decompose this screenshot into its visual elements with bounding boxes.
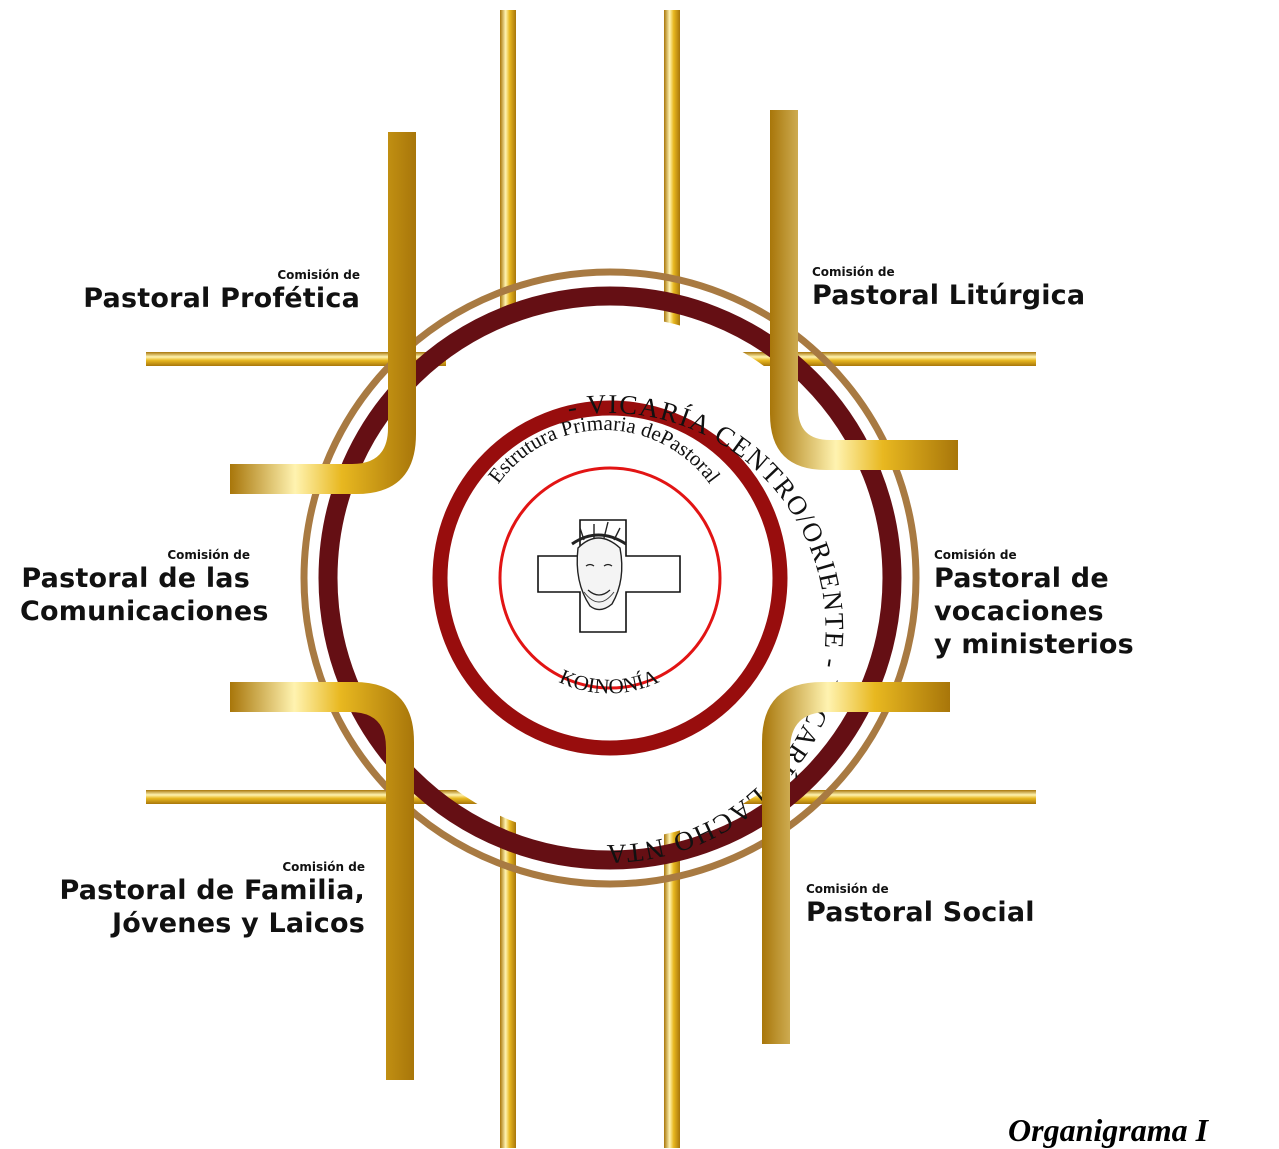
thick-gold-elbows	[230, 110, 958, 1080]
top-left-thin-bar	[500, 10, 516, 310]
commission-title-line2: y ministerios	[934, 629, 1134, 660]
commission-familia: Comisión de Pastoral de Familia, Jóvenes…	[20, 860, 366, 940]
top-right-thin-bar	[664, 10, 680, 350]
commission-prefix: Comisión de	[812, 265, 895, 279]
commission-profetica: Comisión de Pastoral Profética	[60, 268, 360, 315]
commission-prefix: Comisión de	[806, 882, 889, 896]
outer-brown-ring	[300, 268, 920, 888]
commission-title-line1: Pastoral de las	[21, 563, 250, 594]
commission-title-line1: Pastoral de vocaciones	[934, 563, 1109, 627]
commission-prefix: Comisión de	[934, 548, 1017, 562]
commission-prefix: Comisión de	[277, 268, 360, 282]
bottom-left-thin-bar	[500, 810, 516, 1148]
commission-title-line1: Pastoral de Familia,	[59, 875, 365, 906]
top-left-elbow-bar	[230, 132, 416, 494]
commission-title: Pastoral Social	[806, 897, 1035, 928]
commission-title: Pastoral Profética	[83, 283, 360, 314]
commission-social: Comisión de Pastoral Social	[806, 882, 1126, 929]
bottom-right-elbow-bar	[762, 682, 950, 1044]
organigrama-title: Organigrama I	[1008, 1112, 1209, 1148]
commission-title: Pastoral Litúrgica	[812, 280, 1086, 311]
commission-prefix: Comisión de	[282, 860, 365, 874]
red-ring	[432, 400, 788, 756]
crucifix-with-christ-face-icon	[537, 519, 681, 633]
commission-vocaciones: Comisión de Pastoral de vocaciones y min…	[934, 548, 1274, 661]
dark-maroon-ring	[318, 286, 902, 870]
upper-left-horizontal-bar	[146, 352, 446, 366]
commission-title-line2: Jóvenes y Laicos	[111, 908, 365, 939]
bottom-left-elbow-bar	[230, 682, 414, 1080]
top-right-elbow-bar	[770, 110, 958, 470]
commission-comunicaciones: Comisión de Pastoral de las Comunicacion…	[20, 548, 269, 628]
commission-title-line2: Comunicaciones	[20, 596, 269, 627]
inner-red-ring	[498, 466, 722, 690]
bottom-right-thin-bar	[664, 810, 680, 1148]
commission-liturgica: Comisión de Pastoral Litúrgica	[812, 265, 1132, 312]
commission-prefix: Comisión de	[167, 548, 250, 562]
